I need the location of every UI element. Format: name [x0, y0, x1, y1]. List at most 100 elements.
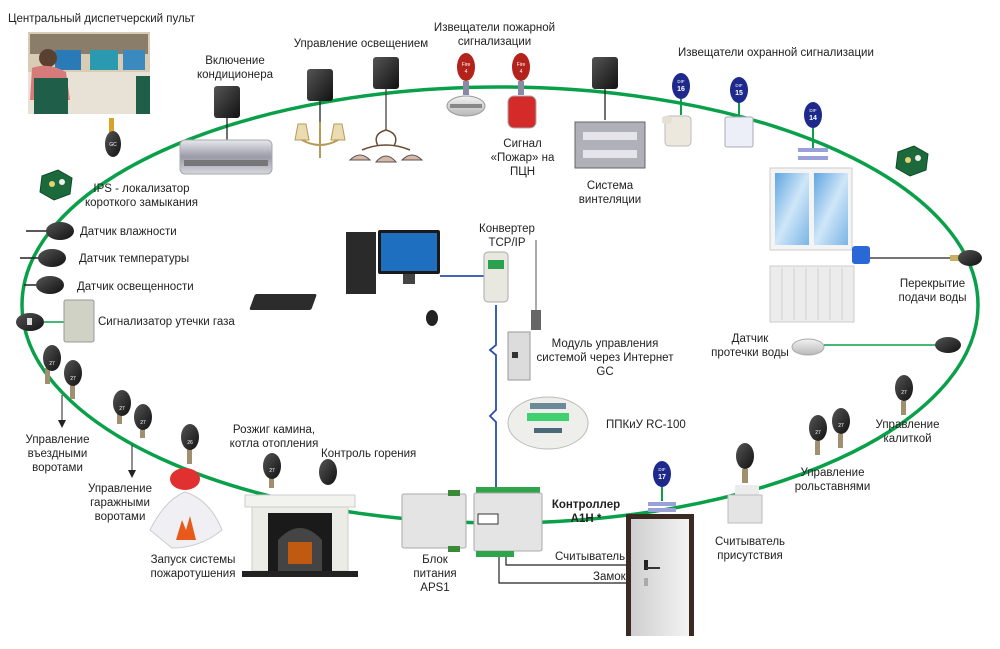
label-power-supply: Блок питания APS1	[413, 554, 457, 594]
label-extinguishing: Запуск системы пожаротушения	[150, 554, 236, 580]
label-presence-reader: Считыватель присутствия	[714, 536, 786, 562]
fire-module-2: Fire 4	[512, 53, 530, 95]
label-illumination: Датчик освещенности	[77, 281, 194, 293]
svg-text:4: 4	[520, 69, 523, 75]
power-supply-image	[401, 490, 467, 552]
humidity-sensor	[26, 222, 74, 240]
lighting-relay-2	[373, 57, 399, 130]
motion-detector-image	[662, 115, 692, 147]
radiator-image	[769, 265, 855, 323]
svg-text:27: 27	[838, 423, 844, 429]
svg-text:DIF: DIF	[658, 467, 666, 472]
gas-leak-sensor	[16, 299, 95, 343]
arrow-garage-gates	[128, 445, 136, 478]
ventilation-damper-image	[574, 121, 646, 169]
arrow-entry-gates	[58, 395, 66, 428]
svg-text:26: 26	[187, 440, 193, 446]
network-lines	[440, 275, 497, 490]
relay-module-entry-1: 27	[43, 345, 61, 384]
svg-text:14: 14	[809, 115, 817, 122]
ventilation-relay	[592, 57, 618, 120]
svg-text:Fire: Fire	[462, 62, 471, 68]
svg-text:27: 27	[140, 420, 146, 426]
label-lock: Замок	[593, 571, 626, 583]
label-entry-gates: Управление въездными воротами	[25, 434, 90, 474]
relay-module-garage-2: 27	[134, 404, 152, 438]
wall-lamp-image	[294, 122, 346, 158]
controller-a1h-image	[473, 487, 543, 557]
label-ips: IPS - локализатор короткого замыкания	[85, 183, 198, 209]
label-humidity: Датчик влажности	[80, 226, 177, 238]
dif-module-16: DIF 16	[672, 73, 690, 115]
label-rc100: ППКиУ RC-100	[606, 419, 686, 431]
label-dispatch-console: Центральный диспетчерский пульт	[8, 13, 196, 25]
fireplace-relay-module: 27	[263, 453, 281, 488]
label-wicket: Управление калиткой	[875, 419, 940, 445]
label-combustion-control: Контроль горения	[321, 448, 417, 460]
svg-text:16: 16	[677, 86, 685, 93]
label-fireplace-ignition: Розжиг камина, котла отопления	[229, 424, 319, 450]
svg-text:27: 27	[901, 390, 907, 396]
dif-module-15: DIF 15	[730, 77, 748, 117]
label-lighting: Управление освещением	[293, 38, 429, 50]
water-leak-sensor	[791, 337, 961, 356]
computer-image	[249, 230, 440, 326]
dif-module-17: DIF 17	[648, 461, 676, 512]
glass-break-detector-image	[724, 116, 754, 148]
svg-text:GC: GC	[109, 142, 117, 148]
label-gas-leak: Сигнализатор утечки газа	[98, 316, 235, 328]
door-image	[626, 514, 694, 636]
lighting-relay-1	[307, 69, 333, 122]
label-controller: Контроллер A1H *	[551, 499, 621, 525]
relay-module-wicket: 27	[895, 375, 913, 415]
smoke-detector-image	[446, 95, 486, 117]
door-wiring	[498, 557, 645, 584]
chandelier-image	[348, 129, 424, 163]
relay-module-garage-1: 27	[113, 390, 131, 424]
fire-module-1: Fire 4	[457, 53, 475, 95]
dif-module-14: DIF 14	[798, 102, 828, 160]
tcpip-converter-image	[483, 251, 509, 303]
fire-extinguisher-image	[149, 468, 223, 549]
label-fire-signal: Сигнал «Пожар» на ПЦН	[490, 138, 555, 178]
presence-reader-image	[727, 485, 763, 524]
svg-text:27: 27	[269, 468, 275, 474]
gc-internet-module-image	[507, 240, 541, 381]
air-conditioner-image	[179, 139, 273, 175]
svg-text:27: 27	[119, 406, 125, 412]
temperature-sensor	[20, 249, 66, 267]
gc-module-badge: GC	[105, 118, 121, 157]
svg-text:27: 27	[70, 376, 76, 382]
water-shutoff-valve	[852, 246, 982, 266]
label-ventilation: Система винтеляции	[578, 180, 642, 206]
fire-siren-image	[507, 95, 537, 129]
svg-text:27: 27	[49, 361, 55, 367]
combustion-sensor	[319, 459, 337, 485]
svg-text:DIF: DIF	[809, 108, 817, 113]
dispatch-console-image	[28, 32, 150, 114]
relay-module-shutters-1: 27	[809, 415, 827, 455]
label-temperature: Датчик температуры	[79, 253, 190, 265]
rc100-panel-image	[507, 396, 589, 450]
svg-text:4: 4	[465, 69, 468, 75]
ips-localizer-left	[39, 169, 73, 201]
relay-module-entry-2: 27	[64, 360, 82, 399]
label-fire-detectors: Извещатели пожарной сигнализации	[433, 22, 556, 48]
ac-relay	[214, 86, 240, 142]
svg-text:15: 15	[735, 90, 743, 97]
window-image	[769, 167, 853, 251]
svg-text:Fire: Fire	[517, 62, 526, 68]
label-gc-module: Модуль управления системой через Интерне…	[536, 338, 674, 378]
label-shutters: Управление рольставнями	[794, 467, 871, 493]
relay-module-extinguish: 26	[181, 424, 199, 464]
svg-text:DIF: DIF	[677, 79, 685, 84]
fireplace-image	[242, 494, 358, 577]
label-leak-sensor: Датчик протечки воды	[711, 333, 789, 359]
presence-reader-module	[736, 443, 754, 483]
svg-text:DIF: DIF	[735, 83, 743, 88]
label-water-shutoff: Перекрытие подачи воды	[898, 278, 967, 304]
ips-localizer-right	[895, 145, 929, 177]
relay-module-shutters-2: 27	[832, 408, 850, 448]
